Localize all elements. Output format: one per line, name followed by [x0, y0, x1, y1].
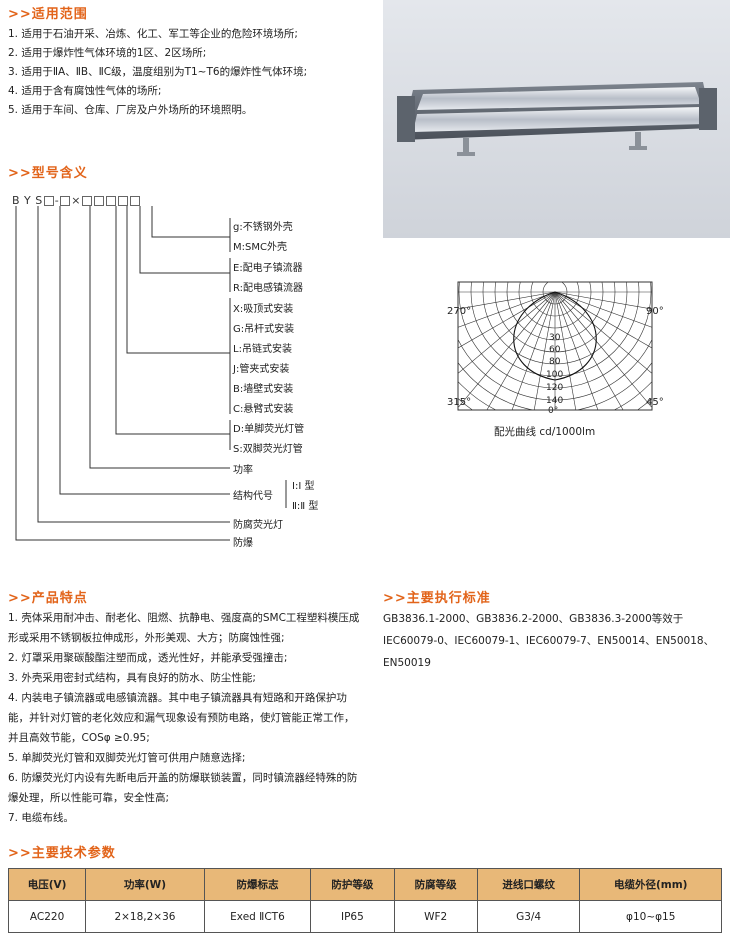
label-anticorr: 防腐荧光灯 — [233, 520, 283, 531]
label-power: 功率 — [233, 465, 253, 476]
list-item: 6. 防爆荧光灯内设有先断电后开盖的防爆联锁装置，同时镇流器经特殊的防爆处理，所… — [8, 772, 358, 804]
list-item: 3. 外壳采用密封式结构，具有良好的防水、防尘性能; — [8, 672, 256, 684]
scope-list: 1. 适用于石油开采、冶炼、化工、军工等企业的危险环境场所; 2. 适用于爆炸性… — [8, 25, 307, 120]
ring-label: 80 — [549, 357, 561, 367]
features-list: 1. 壳体采用耐冲击、耐老化、阻燃、抗静电、强度高的SMC工程塑料模压成形或采用… — [8, 608, 364, 828]
specs-title: >>主要技术参数 — [8, 846, 116, 861]
features-title: >>产品特点 — [8, 591, 88, 606]
col-ip: 防护等级 — [310, 868, 395, 901]
cell-anticorr: WF2 — [393, 900, 478, 933]
col-anticorr: 防腐等级 — [393, 868, 478, 901]
polar-frame — [457, 281, 653, 411]
standards-text: GB3836.1-2000、GB3836.2-2000、GB3836.3-200… — [383, 613, 715, 669]
cell-thread: G3/4 — [476, 900, 581, 933]
label-r: R:配电感镇流器 — [233, 283, 304, 294]
code-sep: - — [54, 194, 60, 207]
model-connector-lines — [15, 206, 231, 541]
code-box — [129, 196, 140, 206]
list-item: 5. 适用于车间、仓库、厂房及户外场所的环境照明。 — [8, 104, 253, 116]
col-voltage: 电压(V) — [7, 868, 87, 901]
list-item: 5. 单脚荧光灯管和双脚荧光灯管可供用户随意选择; — [8, 752, 246, 764]
product-photo — [383, 0, 730, 238]
code-box — [60, 196, 71, 206]
col-ex-mark: 防爆标志 — [203, 868, 312, 901]
model-code: B Y S-× — [12, 194, 141, 207]
label-c: C:悬臂式安装 — [233, 404, 294, 415]
label-l: L:吊链式安装 — [233, 344, 292, 355]
specs-table: 电压(V) 功率(W) 防爆标志 防护等级 防腐等级 进线口螺纹 电缆外径(mm… — [7, 868, 722, 933]
list-item: 4. 适用于含有腐蚀性气体的场所; — [8, 85, 162, 97]
angle-90-label: 90° — [646, 306, 664, 317]
ring-label: 120 — [546, 383, 564, 393]
label-x: X:吸顶式安装 — [233, 304, 294, 315]
col-power: 功率(W) — [85, 868, 205, 901]
col-cable: 电缆外径(mm) — [579, 868, 722, 901]
explosion-proof-lamp-image — [383, 0, 730, 238]
label-g: g:不锈钢外壳 — [233, 222, 293, 233]
list-item: 4. 内装电子镇流器或电感镇流器。其中电子镇流器具有短路和开路保护功能，并针对灯… — [8, 692, 355, 744]
code-box — [117, 196, 128, 206]
list-item: 2. 灯罩采用聚碳酸酯注塑而成，透光性好，并能承受强撞击; — [8, 652, 288, 664]
cell-ip: IP65 — [310, 900, 395, 933]
light-distribution-diagram — [457, 281, 653, 411]
table-header-row: 电压(V) 功率(W) 防爆标志 防护等级 防腐等级 进线口螺纹 电缆外径(mm… — [7, 868, 722, 901]
cell-voltage: AC220 — [7, 900, 87, 933]
list-item: 3. 适用于ⅡA、ⅡB、ⅡC级，温度组别为T1~T6的爆炸性气体环境; — [8, 66, 308, 78]
list-item: 1. 适用于石油开采、冶炼、化工、军工等企业的危险环境场所; — [8, 28, 298, 40]
type-bracket — [285, 480, 287, 508]
polar-caption: 配光曲线 cd/1000lm — [494, 426, 596, 438]
ring-label: 100 — [546, 370, 564, 380]
cell-ex-mark: Exed ⅡCT6 — [203, 900, 312, 933]
model-title: >>型号含义 — [8, 166, 88, 181]
code-box — [81, 196, 92, 206]
label-j: J:管夹式安装 — [233, 364, 290, 375]
label-s: S:双脚荧光灯管 — [233, 444, 303, 455]
label-e: E:配电子镇流器 — [233, 263, 303, 274]
angle-0-label: 0° — [548, 406, 559, 416]
code-prefix: B Y S — [12, 194, 43, 207]
label-gg: G:吊杆式安装 — [233, 324, 295, 335]
table-row: AC220 2×18,2×36 Exed ⅡCT6 IP65 WF2 G3/4 … — [7, 900, 722, 933]
label-explosion: 防爆 — [233, 538, 253, 549]
code-x: × — [71, 194, 81, 207]
code-box — [93, 196, 104, 206]
angle-270-label: 270° — [447, 306, 472, 317]
list-item: 2. 适用于爆炸性气体环境的1区、2区场所; — [8, 47, 207, 59]
ring-label: 30 — [549, 333, 561, 343]
code-box — [43, 196, 54, 206]
standards-title: >>主要执行标准 — [383, 591, 491, 606]
cell-cable: φ10~φ15 — [579, 900, 722, 933]
scope-title: >>适用范围 — [8, 7, 88, 22]
col-thread: 进线口螺纹 — [476, 868, 581, 901]
angle-315-label: 315° — [447, 397, 472, 408]
label-m: M:SMC外壳 — [233, 242, 287, 253]
label-struct: 结构代号 — [233, 491, 273, 502]
ring-label: 140 — [546, 396, 564, 406]
label-type1: Ⅰ:Ⅰ 型 — [292, 481, 315, 492]
list-item: 1. 壳体采用耐冲击、耐老化、阻燃、抗静电、强度高的SMC工程塑料模压成形或采用… — [8, 612, 360, 644]
label-type2: Ⅱ:Ⅱ 型 — [292, 501, 319, 512]
list-item: 7. 电缆布线。 — [8, 812, 74, 824]
ring-label: 60 — [549, 345, 561, 355]
angle-45-label: 45° — [646, 397, 664, 408]
label-b: B:墙壁式安装 — [233, 384, 294, 395]
cell-power: 2×18,2×36 — [85, 900, 205, 933]
code-box — [105, 196, 116, 206]
label-d: D:单脚荧光灯管 — [233, 424, 305, 435]
